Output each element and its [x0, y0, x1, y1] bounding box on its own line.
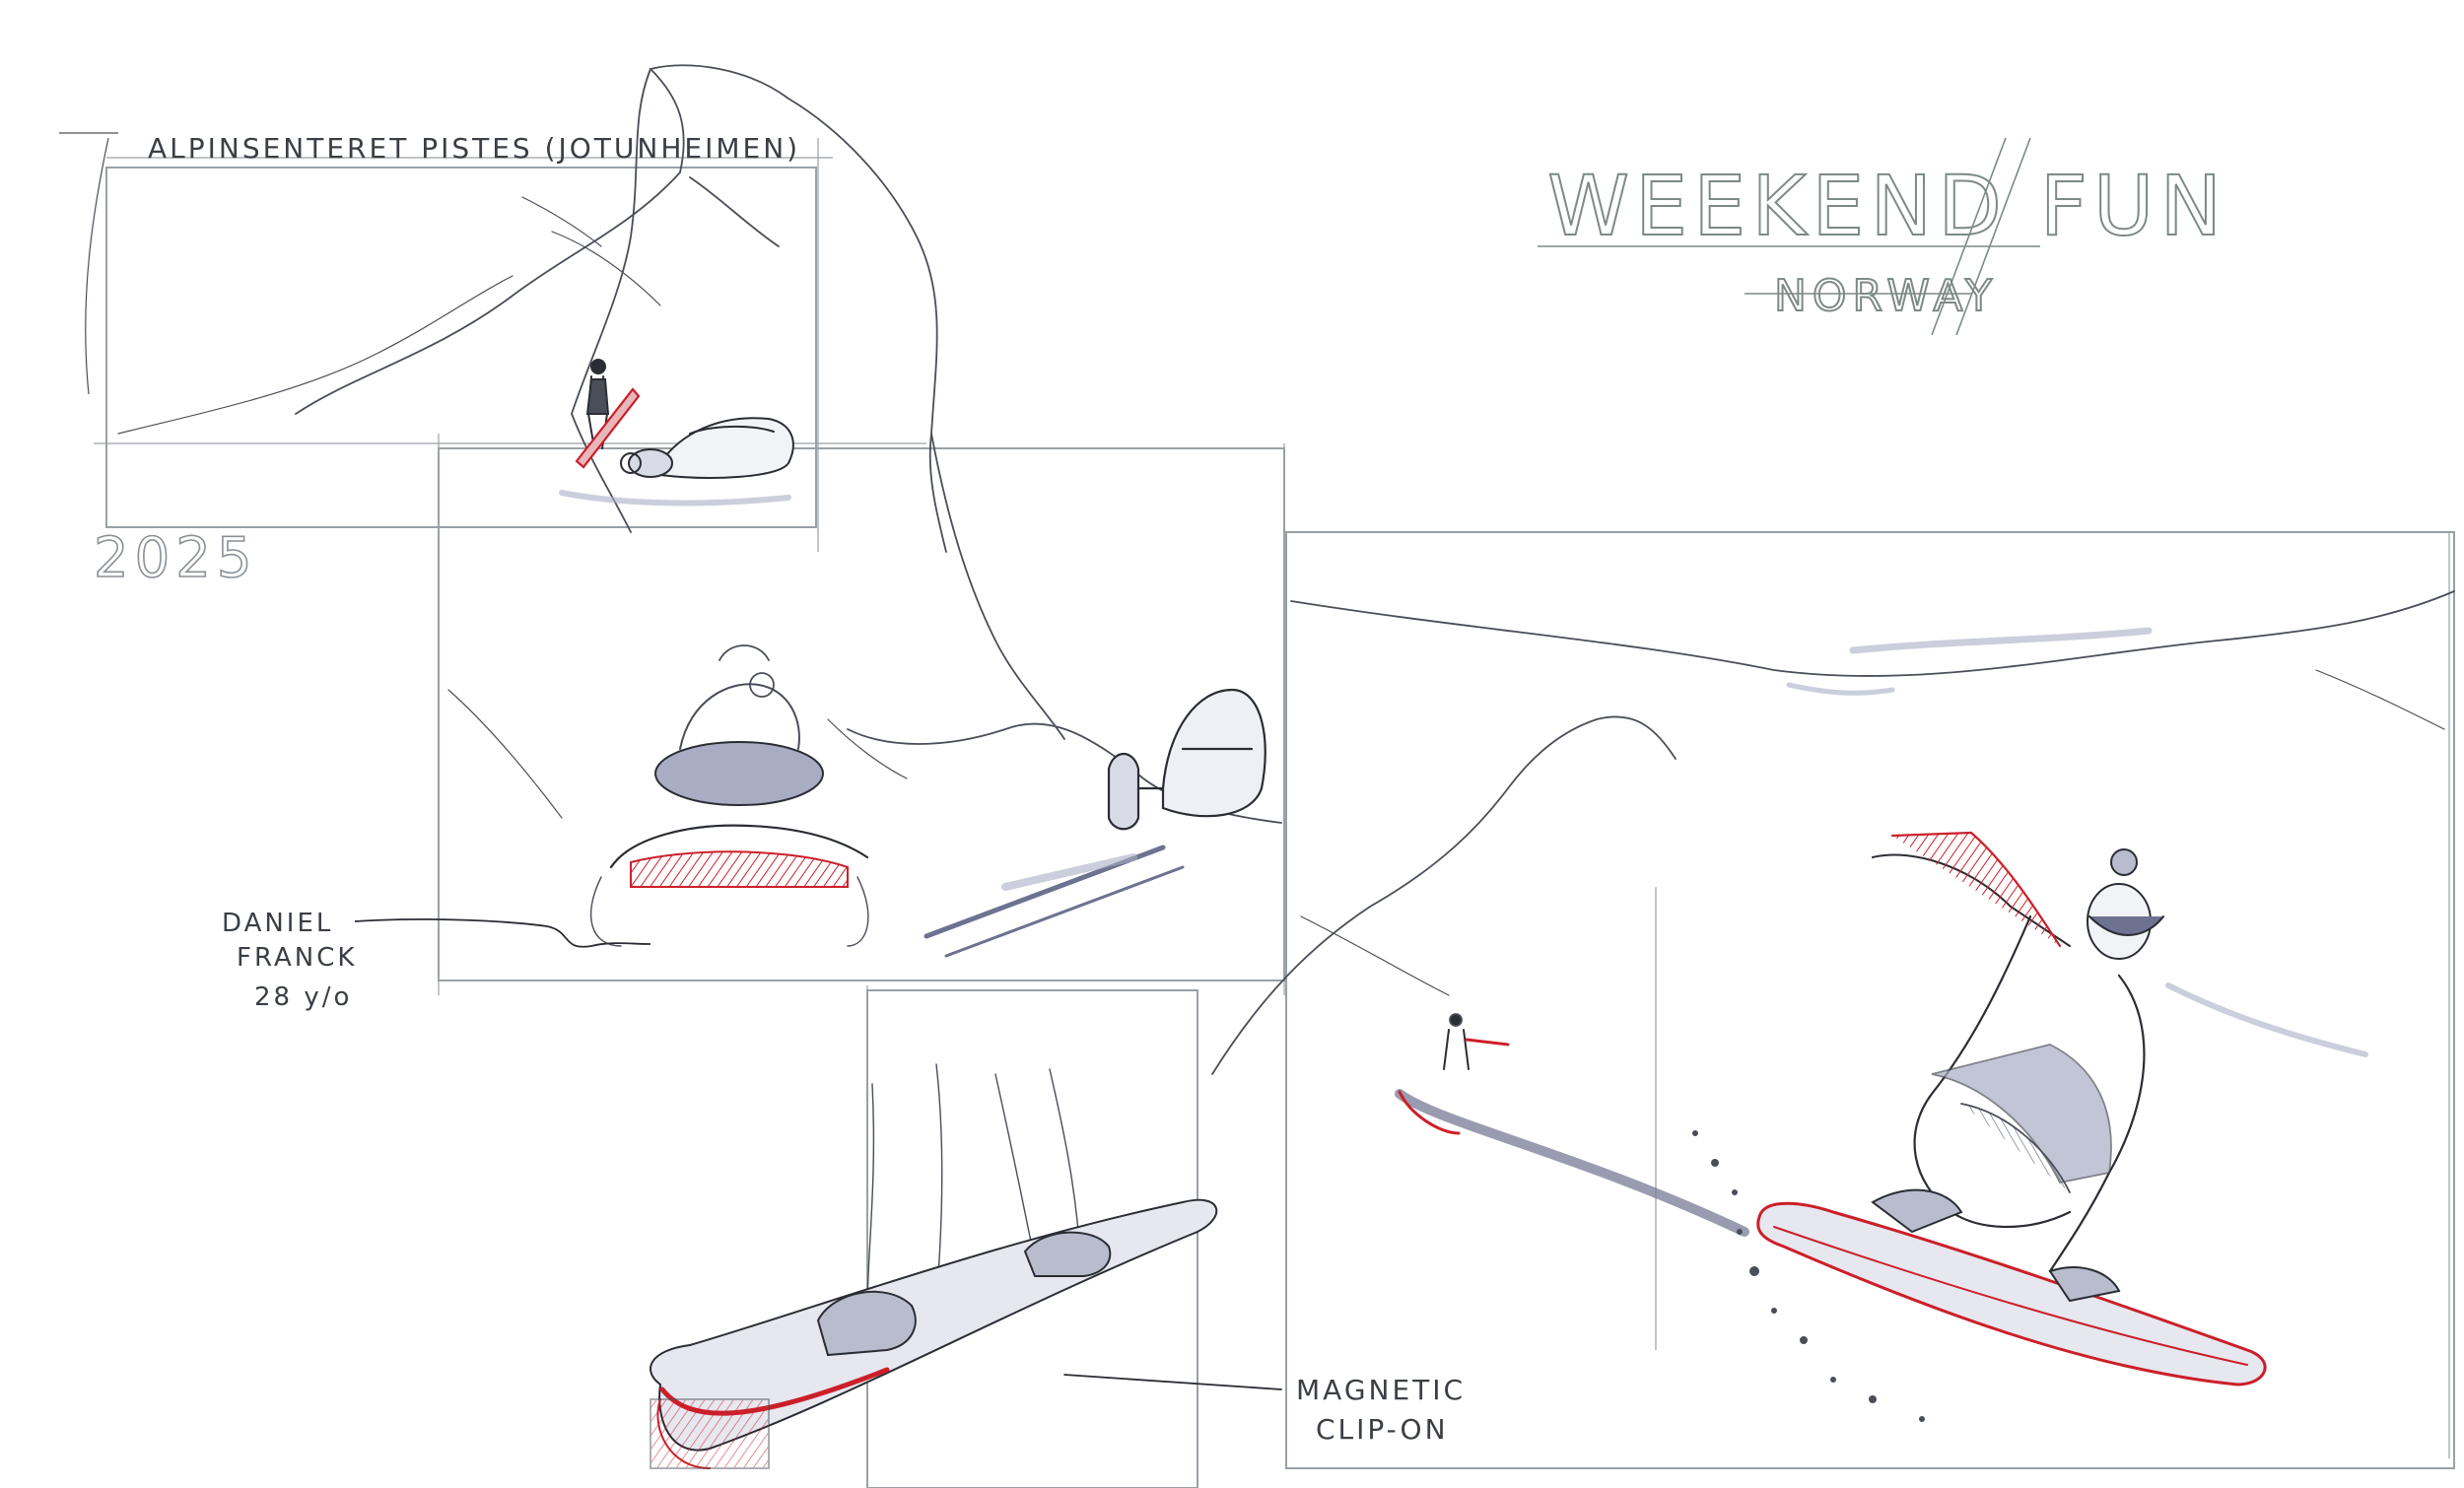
- character-age: 28 y/o: [254, 982, 352, 1012]
- panel-3-scene: [650, 1063, 1282, 1469]
- held-snowboard: [575, 387, 641, 469]
- year-label: 2025: [94, 526, 258, 590]
- panel-4-frame: [1285, 531, 2455, 1469]
- callout-line2: CLIP-ON: [1316, 1413, 1449, 1446]
- sheet-subtitle: NORWAY: [1774, 271, 1998, 321]
- sheet-title: WEEKEND FUN: [1547, 158, 2227, 254]
- callout-leader: [1063, 1374, 1282, 1390]
- distant-rider: [1395, 1013, 1749, 1237]
- title-strike: [1538, 137, 2040, 336]
- annotation-lines: [59, 132, 2040, 948]
- character-name-line1: DANIEL: [222, 909, 333, 938]
- panel-4-scene: [1211, 590, 2455, 1422]
- location-label: ALPINSENTERET PISTES (JOTUNHEIMEN): [148, 132, 800, 165]
- person-figure: [585, 359, 610, 449]
- callout-line1: MAGNETIC: [1296, 1374, 1466, 1406]
- pod-vehicle-side: [1107, 688, 1266, 831]
- panel-2-scene: [447, 433, 1282, 958]
- panel-1-frame: [105, 167, 817, 528]
- pod-vehicle: [620, 417, 794, 479]
- panel-frames: [94, 138, 2455, 1488]
- character-leader: [354, 918, 651, 948]
- main-rider: [1692, 831, 2267, 1422]
- panel-1-scene: [117, 64, 947, 553]
- character-name-line2: FRANCK: [237, 943, 357, 973]
- clip-on-snowboard: [650, 1198, 1218, 1469]
- rider-back-view: [589, 644, 869, 947]
